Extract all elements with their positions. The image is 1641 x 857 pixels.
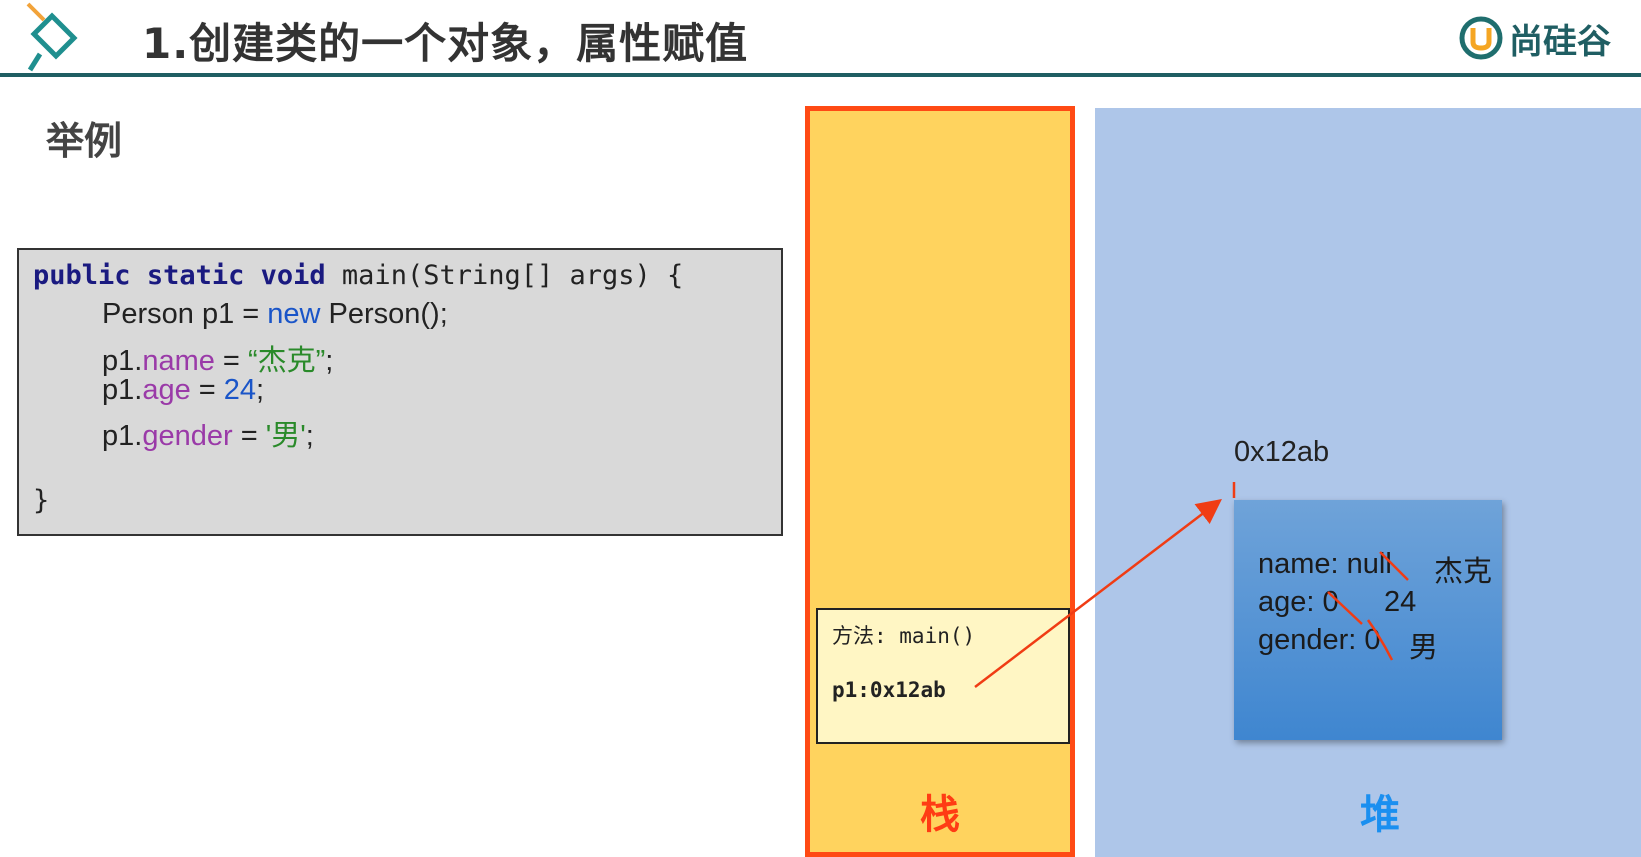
frame-variable-p1: p1:0x12ab <box>832 678 946 702</box>
field-gender: gender <box>142 420 233 452</box>
strike-name-null <box>1379 551 1409 581</box>
header-divider <box>0 73 1641 77</box>
object-field-gender: gender: 0 <box>1258 624 1381 656</box>
slide-title: 1.创建类的一个对象，属性赋值 <box>142 19 749 68</box>
keyword-new: new <box>267 298 321 330</box>
code-line-1: public static void main(String[] args) { <box>33 260 683 291</box>
strike-gender-zero <box>1366 619 1394 661</box>
code-text: Person(); <box>320 298 448 330</box>
object-address: 0x12ab <box>1234 436 1330 468</box>
char-literal: '男' <box>265 420 306 452</box>
section-subtitle: 举例 <box>46 119 123 163</box>
object-field-name: name: null <box>1258 548 1392 580</box>
field-age: age <box>142 374 191 406</box>
code-text: ; <box>256 374 265 406</box>
strike-age-zero <box>1327 591 1363 625</box>
main-signature: main(String[] args) { <box>341 260 684 291</box>
code-text: ; <box>305 420 314 452</box>
field-name: name <box>142 345 215 377</box>
brand-u-icon <box>1459 16 1503 60</box>
code-line-6: } <box>33 485 50 516</box>
object-field-age-new-value: 24 <box>1384 586 1417 618</box>
stack-frame-main: 方法: main() p1:0x12ab <box>816 608 1070 744</box>
keyword-static: static <box>146 260 245 291</box>
code-line-3: p1.name = “杰克”; <box>102 337 333 379</box>
heap-label: 堆 <box>1360 792 1400 838</box>
object-field-age: age: 0 <box>1258 586 1339 618</box>
code-text: = <box>190 374 224 406</box>
reference-arrow <box>974 498 1222 688</box>
number-literal: 24 <box>223 374 257 406</box>
keyword-public: public <box>33 260 131 291</box>
frame-method-label: 方法: main() <box>832 624 976 648</box>
code-text: p1. <box>102 420 143 452</box>
code-block: public static void main(String[] args) {… <box>17 248 783 536</box>
diamond-logo-icon <box>26 2 78 72</box>
object-field-name-new-value: 杰克 <box>1434 556 1493 588</box>
code-text: = <box>214 345 248 377</box>
object-field-gender-new-value: 男 <box>1409 632 1439 664</box>
keyword-void: void <box>260 260 326 291</box>
brand-name: 尚硅谷 <box>1509 21 1611 62</box>
code-line-2: Person p1 = new Person(); <box>102 298 448 331</box>
code-text: = <box>232 420 266 452</box>
stack-label: 栈 <box>920 792 960 838</box>
string-literal: “杰克” <box>247 345 326 377</box>
code-line-5: p1.gender = '男'; <box>102 412 314 454</box>
code-text: Person p1 = <box>102 298 268 330</box>
code-text: ; <box>325 345 334 377</box>
code-text: p1. <box>102 374 143 406</box>
slide-header: 1.创建类的一个对象，属性赋值 尚硅谷 <box>0 0 1641 78</box>
brand-logo: 尚硅谷 <box>1459 14 1611 62</box>
code-line-4: p1.age = 24; <box>102 374 264 407</box>
code-text: p1. <box>102 345 143 377</box>
